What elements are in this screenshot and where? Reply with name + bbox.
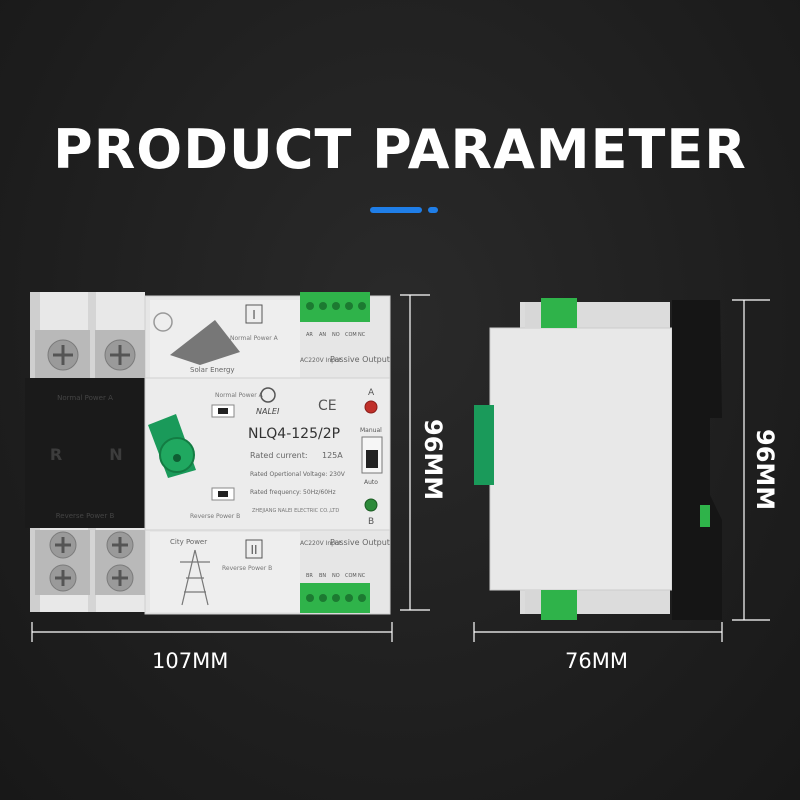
side-bottom-terminal: [541, 590, 577, 620]
model-number: NLQ4-125/2P: [248, 426, 340, 442]
cover-normal-label: Normal Power A: [57, 394, 113, 402]
manufacturer: ZHEJIANG NALEI ELECTRIC CO.,LTD: [252, 508, 339, 514]
side-width-dimension: [473, 622, 723, 642]
indicator-b-label: B: [368, 517, 374, 527]
side-height-dimension: [732, 299, 770, 621]
roman-i: I: [252, 308, 256, 322]
side-height-label: 96MM: [751, 429, 779, 511]
bottom-terminal-code: BN: [319, 573, 326, 579]
roman-ii-box: [245, 539, 263, 559]
brand-name: NALEI: [256, 407, 280, 416]
side-top-terminal: [541, 298, 577, 328]
front-height-dimension: [400, 294, 430, 611]
pole-r-label: R: [50, 445, 62, 464]
auto-label: Auto: [364, 479, 378, 486]
indicator-a-led: [364, 400, 378, 414]
front-width-dimension: [31, 622, 393, 642]
top-terminal-screws: [306, 302, 366, 310]
side-knob: [474, 405, 494, 485]
top-terminal-code: NO: [332, 332, 340, 338]
top-passive-label: Passive Output: [330, 355, 390, 364]
top-input-label: AC220V Input: [300, 357, 342, 364]
bottom-input-label: AC220V Input: [300, 540, 342, 547]
front-screws-bottom: [35, 530, 145, 595]
top-terminal-code: AR: [306, 332, 313, 338]
front-screws-top: [35, 330, 145, 380]
bottom-terminal-code: NC: [358, 573, 366, 579]
city-power-label: City Power: [170, 538, 207, 546]
rated-frequency: Rated frequency: 50Hz/60Hz: [250, 489, 336, 496]
manual-label: Manual: [360, 427, 382, 434]
indicator-b-led: [364, 498, 378, 512]
brand-logo-icon: [260, 387, 276, 403]
panel-reverse-label: Reverse Power B: [190, 513, 240, 520]
roman-ii: II: [250, 543, 257, 557]
ce-mark: CE: [318, 398, 337, 414]
side-width-label: 76MM: [565, 649, 628, 673]
bottom-terminal-code: NO: [332, 573, 340, 579]
cover-reverse-label: Reverse Power B: [56, 512, 115, 520]
bottom-terminal-code: COM: [345, 573, 357, 579]
front-height-label: 96MM: [419, 419, 447, 501]
rated-current-label: Rated current:: [250, 451, 308, 460]
front-width-label: 107MM: [152, 649, 229, 673]
page-title: PRODUCT PARAMETER: [53, 118, 747, 181]
top-terminal-code: AN: [319, 332, 326, 338]
pole-n-label: N: [109, 445, 122, 464]
bottom-terminal-screws: [306, 594, 366, 602]
rated-current-value: 125A: [322, 451, 343, 460]
power-tower-icon: [180, 549, 210, 606]
rated-voltage: Rated Opertional Voltage: 230V: [250, 471, 346, 478]
top-terminal-code: COM: [345, 332, 357, 338]
reverse-power-b-label: Reverse Power B: [222, 565, 272, 572]
bottom-passive-label: Passive Output: [330, 538, 390, 547]
side-black-cover: [672, 300, 722, 620]
roman-i-box: [245, 304, 263, 324]
title-accent-dot: [428, 207, 438, 213]
sun-icon: [153, 312, 173, 332]
panel-normal-label: Normal Power A: [215, 392, 264, 399]
title-accent-bar: [370, 207, 422, 213]
side-housing: [489, 327, 673, 591]
selector-knob[interactable]: [148, 414, 196, 478]
solar-panel-icon: [170, 320, 240, 365]
bottom-section: [150, 532, 300, 612]
front-black-cover: [25, 378, 145, 528]
normal-power-a-label: Normal Power A: [230, 335, 279, 342]
bottom-terminal-code: BR: [306, 573, 313, 579]
indicator-a-label: A: [368, 388, 375, 398]
solar-label: Solar Energy: [190, 366, 235, 374]
top-terminal-code: NC: [358, 332, 366, 338]
